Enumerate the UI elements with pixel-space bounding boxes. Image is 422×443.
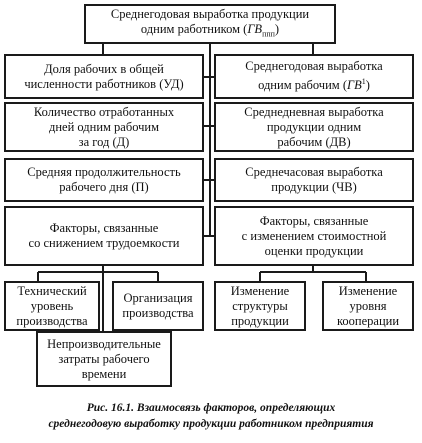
node-product-structure: Изменение структуры продукции: [214, 281, 306, 331]
node-title-subscript: ппп: [262, 29, 275, 39]
node-title-text: Среднегодовая выработка продукции одним …: [110, 6, 310, 36]
node-labor-intensity-factors: Факторы, связанные со снижением трудоемк…: [4, 206, 204, 266]
node-title-symbol: ГВ: [247, 21, 263, 36]
node-daily-output: Среднедневная выработка продукции одним …: [214, 102, 414, 152]
node-annual-output-per-worker: Среднегодовая выработка одним рабочим (Г…: [214, 54, 414, 99]
node-share-of-workers: Доля рабочих в общей численности работни…: [4, 54, 204, 99]
node-production-organization: Организация производства: [112, 281, 204, 331]
node-product-structure-label: Изменение структуры продукции: [230, 283, 290, 328]
node-cooperation-level-label: Изменение уровня кооперации: [336, 283, 400, 328]
node-days-worked: Количество отработанных дней одним рабоч…: [4, 102, 204, 152]
node-unproductive-time-label: Непроизводительные затраты рабочего врем…: [47, 336, 161, 381]
node-annual-output-per-employee: Среднегодовая выработка продукции одним …: [84, 4, 336, 44]
node-annual-worker-symbol: ГВ: [347, 78, 362, 93]
node-technical-level: Технический уровень производства: [4, 281, 100, 331]
node-unproductive-time: Непроизводительные затраты рабочего врем…: [36, 331, 172, 387]
figure-caption-line2: среднегодовую выработку продукции работн…: [48, 418, 374, 430]
node-hourly-output-label: Среднечасовая выработка продукции (ЧВ): [245, 165, 383, 194]
node-labor-intensity-factors-label: Факторы, связанные со снижением трудоемк…: [28, 221, 180, 250]
node-hourly-output: Среднечасовая выработка продукции (ЧВ): [214, 158, 414, 202]
node-valuation-factors-label: Факторы, связанные с изменением стоимост…: [241, 213, 387, 258]
figure-caption-line1: Рис. 16.1. Взаимосвязь факторов, определ…: [86, 402, 336, 414]
node-production-organization-label: Организация производства: [122, 291, 194, 320]
node-workday-length-label: Средняя продолжительность рабочего дня (…: [27, 165, 181, 194]
node-workday-length: Средняя продолжительность рабочего дня (…: [4, 158, 204, 202]
node-daily-output-label: Среднедневная выработка продукции одним …: [244, 104, 384, 149]
node-annual-worker-text: Среднегодовая выработка одним рабочим (: [245, 59, 383, 93]
figure-caption: Рис. 16.1. Взаимосвязь факторов, определ…: [0, 400, 422, 432]
node-share-of-workers-label: Доля рабочих в общей численности работни…: [24, 61, 184, 91]
node-valuation-factors: Факторы, связанные с изменением стоимост…: [214, 206, 414, 266]
node-annual-worker-superscript: 1: [361, 77, 366, 87]
node-days-worked-label: Количество отработанных дней одним рабоч…: [33, 104, 175, 149]
node-technical-level-label: Технический уровень производства: [16, 283, 88, 328]
node-annual-worker-close: ): [365, 78, 370, 93]
node-cooperation-level: Изменение уровня кооперации: [322, 281, 414, 331]
node-title-close: ): [274, 21, 280, 36]
